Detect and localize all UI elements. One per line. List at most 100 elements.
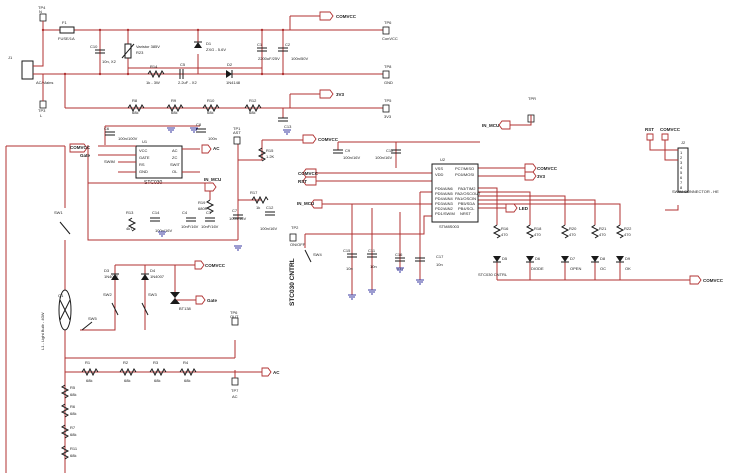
svg-text:PD5/AIN5: PD5/AIN5 xyxy=(435,191,454,196)
resistor-r12: R12 68k xyxy=(244,98,262,115)
svg-text:C6: C6 xyxy=(104,126,110,131)
svg-text:ZXG - 5.6V: ZXG - 5.6V xyxy=(206,47,226,52)
svg-text:R8: R8 xyxy=(132,98,138,103)
svg-text:LED: LED xyxy=(519,206,529,211)
svg-text:10nF/16V: 10nF/16V xyxy=(201,224,219,229)
diode-d3: D3 1N4007 xyxy=(104,268,119,280)
label-swim: SWIM xyxy=(104,159,115,164)
svg-text:10n: 10n xyxy=(436,262,443,267)
net-3v3-a: 3V3 xyxy=(319,89,345,99)
svg-text:J1: J1 xyxy=(8,55,13,60)
net-ac-2: AC xyxy=(235,367,280,377)
svg-text:470: 470 xyxy=(599,232,606,237)
test-point-tp6: TP6 ConVCC xyxy=(382,20,398,41)
svg-text:C15: C15 xyxy=(343,248,351,253)
svg-text:R21: R21 xyxy=(599,226,607,231)
svg-text:AC: AC xyxy=(213,146,220,151)
svg-text:SWIM: SWIM xyxy=(104,159,115,164)
svg-text:R17: R17 xyxy=(250,190,258,195)
svg-text:STC030 CNTRL: STC030 CNTRL xyxy=(289,258,296,306)
svg-text:C14: C14 xyxy=(152,210,160,215)
svg-text:10n: 10n xyxy=(346,266,353,271)
svg-text:TP7: TP7 xyxy=(231,388,239,393)
resistor-r6: R6 68k xyxy=(60,403,76,418)
svg-text:PA1/OSCIN: PA1/OSCIN xyxy=(455,196,476,201)
svg-text:RST: RST xyxy=(645,127,654,132)
svg-text:L: L xyxy=(40,113,43,118)
resistor-r2: R2 68k xyxy=(119,360,137,383)
svg-text:100n/100V: 100n/100V xyxy=(118,136,138,141)
svg-text:68k: 68k xyxy=(70,453,76,458)
svg-text:470: 470 xyxy=(624,232,631,237)
capacitor-c11: C11 10n xyxy=(367,248,377,269)
svg-text:PD1/SWIM: PD1/SWIM xyxy=(435,211,455,216)
led-d6: D6 DIODE xyxy=(526,256,544,271)
svg-text:3V3: 3V3 xyxy=(537,174,546,179)
svg-text:SW1: SW1 xyxy=(54,210,63,215)
wires-left xyxy=(5,145,236,473)
svg-text:1N4007: 1N4007 xyxy=(150,274,165,279)
svg-text:Varistor 385V: Varistor 385V xyxy=(136,44,160,49)
svg-text:VDD: VDD xyxy=(435,172,444,177)
svg-text:680R: 680R xyxy=(198,206,208,211)
svg-text:68k: 68k xyxy=(154,378,160,383)
svg-text:470: 470 xyxy=(534,232,541,237)
svg-text:R7: R7 xyxy=(70,425,76,430)
svg-text:PD4/AIN4: PD4/AIN4 xyxy=(435,196,454,201)
svg-text:4k7: 4k7 xyxy=(126,226,133,231)
svg-text:ConVCC: ConVCC xyxy=(382,36,398,41)
svg-text:C3: C3 xyxy=(206,210,212,215)
svg-text:TP5: TP5 xyxy=(384,98,392,103)
svg-text:R16: R16 xyxy=(501,226,509,231)
test-point-tp8: TP8 GND xyxy=(382,64,393,85)
svg-text:VSS: VSS xyxy=(435,166,443,171)
resistor-r11: R11 68k xyxy=(60,445,78,460)
capacitor-c13: C13 xyxy=(278,117,292,129)
svg-text:AC: AC xyxy=(172,148,178,153)
svg-text:OK: OK xyxy=(625,266,631,271)
svg-text:J2: J2 xyxy=(681,140,686,145)
svg-text:TP6: TP6 xyxy=(230,310,238,315)
net-rst: RST xyxy=(298,176,317,186)
svg-text:VCC: VCC xyxy=(139,148,148,153)
svg-text:COMVCC: COMVCC xyxy=(205,263,226,268)
capacitor-c14: C14 100n/16V xyxy=(150,210,172,233)
resistor-r10: R10 68k xyxy=(202,98,220,115)
resistor-r18: R18 470 xyxy=(525,224,542,239)
svg-text:COMVCC: COMVCC xyxy=(336,14,357,19)
svg-text:R19: R19 xyxy=(198,200,206,205)
svg-text:4: 4 xyxy=(680,165,683,170)
net-comvcc-j2: COMVCC xyxy=(660,127,681,132)
svg-text:D8: D8 xyxy=(600,256,606,261)
diode-d4: D4 1N4007 xyxy=(141,268,165,280)
led-d7: D7 OPEN xyxy=(561,256,581,271)
resistor-r3: R3 68k xyxy=(149,360,167,383)
capacitor-c-u2b: C12 100n/16V xyxy=(375,148,401,160)
triac-q1: BT138 xyxy=(170,292,192,311)
svg-text:C12: C12 xyxy=(266,205,274,210)
svg-text:RST: RST xyxy=(298,179,307,184)
resistor-r20: R20 470 xyxy=(560,224,577,239)
svg-text:OPEN: OPEN xyxy=(570,266,581,271)
svg-text:OUT: OUT xyxy=(230,314,239,319)
svg-text:3V3: 3V3 xyxy=(336,92,345,97)
svg-text:R9: R9 xyxy=(171,98,177,103)
capacitor-c6: C6 100n/100V xyxy=(104,126,138,141)
net-comvcc-top: COMVCC xyxy=(319,11,357,21)
svg-text:100n/16V: 100n/16V xyxy=(260,226,277,231)
svg-text:R5: R5 xyxy=(70,385,76,390)
capacitor-c2: C2 100n/50V xyxy=(278,42,308,61)
svg-text:C11: C11 xyxy=(368,248,376,253)
svg-text:D3: D3 xyxy=(104,268,110,273)
svg-text:ON/OFF: ON/OFF xyxy=(290,242,306,247)
svg-text:SW3: SW3 xyxy=(148,292,157,297)
varistor-r23: Varistor 385V R23 xyxy=(121,43,160,59)
svg-text:GND: GND xyxy=(139,169,148,174)
svg-text:R22: R22 xyxy=(624,226,632,231)
svg-text:R1: R1 xyxy=(85,360,91,365)
lamp-l1: Q1 L1 - Light Bulb - 40W xyxy=(40,289,72,350)
svg-text:SW2: SW2 xyxy=(103,292,112,297)
svg-text:PB5/SDA: PB5/SDA xyxy=(458,201,475,206)
resistor-r5: R5 68k xyxy=(60,384,76,399)
svg-text:N: N xyxy=(39,9,42,14)
